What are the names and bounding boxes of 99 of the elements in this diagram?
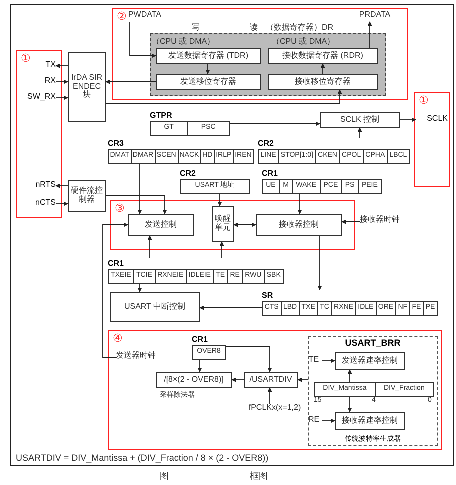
arrow xyxy=(226,346,272,372)
block-box: /USARTDIV xyxy=(244,372,298,388)
arrow xyxy=(138,162,142,214)
pin-label: SCLK xyxy=(416,114,448,126)
arrow xyxy=(322,418,336,424)
arrow xyxy=(102,222,128,358)
arrow xyxy=(206,64,210,74)
register-name: SR xyxy=(262,290,274,301)
register-name: CR2 xyxy=(258,138,276,149)
region-number: ④ xyxy=(113,332,123,345)
register-table xyxy=(314,382,434,396)
block-box: IrDA SIR ENDEC 块 xyxy=(68,52,106,122)
block-box: 发送移位寄存器 xyxy=(156,74,261,90)
register-table xyxy=(108,138,254,162)
arrow xyxy=(342,220,360,224)
arrow xyxy=(322,358,336,364)
arrow xyxy=(358,128,362,138)
block-box: 接收移位寄存器 xyxy=(268,74,378,90)
arrow xyxy=(234,222,256,228)
arrow xyxy=(56,64,68,68)
arrow xyxy=(198,360,202,372)
signal-label: fPCLKx(x=1,2) xyxy=(240,404,310,416)
signal-label: 发送器时钟 xyxy=(116,352,156,364)
region-outline xyxy=(108,330,442,450)
register-name: CR2 xyxy=(180,168,198,179)
pin-label: nCTS xyxy=(20,198,56,210)
arrow xyxy=(368,22,372,48)
pin-label: RX xyxy=(20,76,56,88)
register-table xyxy=(150,110,230,134)
block-box: 发送器速率控制 xyxy=(335,352,405,370)
block-box: 发送控制 xyxy=(128,214,194,236)
annotation-text: （CPU 或 DMA） xyxy=(272,36,336,47)
arrow xyxy=(348,370,352,382)
arrow xyxy=(298,192,302,214)
arrow xyxy=(400,118,416,122)
annotation-text: 写 xyxy=(192,22,200,33)
block-box: 唤醒单元 xyxy=(212,206,234,242)
formula-text: USARTDIV = DIV_Mantissa + (DIV_Fraction / 8 × (2 - OVER8)) xyxy=(16,453,269,463)
register-name: CR1 xyxy=(108,258,126,269)
block-box: 接收器控制 xyxy=(256,214,342,236)
signal-label: PRDATA xyxy=(352,11,398,22)
arrow xyxy=(138,282,142,292)
register-table xyxy=(262,168,382,192)
signal-label: 接收器时钟 xyxy=(360,216,400,228)
register-name: GTPR xyxy=(150,110,174,121)
annotation-text: 读 xyxy=(250,22,258,33)
arrow xyxy=(106,90,342,104)
arrow xyxy=(348,396,352,412)
caption-text: 框图 xyxy=(250,470,268,483)
arrow xyxy=(298,378,308,382)
block-box: 接收数据寄存器 (RDR) xyxy=(268,48,378,64)
arrow xyxy=(220,242,224,258)
arrow xyxy=(200,306,262,310)
region-number: ③ xyxy=(115,202,125,215)
pin-label: SW_RX xyxy=(20,92,56,104)
annotation-text: （数据寄存器）DR xyxy=(266,22,334,33)
annotation-text: （CPU 或 DMA） xyxy=(152,36,216,47)
arrow xyxy=(218,192,222,206)
caption-text: 图 xyxy=(160,470,169,483)
block-box: 发送数据寄存器 (TDR) xyxy=(156,48,261,64)
block-box: USART 中断控制 xyxy=(110,292,200,322)
block-box: 硬件流控制器 xyxy=(68,180,106,212)
register-name: USART_BRR xyxy=(344,338,402,348)
arrow xyxy=(106,80,156,84)
arrow xyxy=(268,388,272,404)
region-number: ② xyxy=(117,10,127,23)
block-box: SCLK 控制 xyxy=(320,112,400,128)
arrow xyxy=(318,236,322,290)
arrow xyxy=(106,196,168,214)
region-number: ① xyxy=(419,94,429,107)
register-name: CR1 xyxy=(262,168,280,179)
arrow xyxy=(56,202,68,206)
arrow xyxy=(148,236,152,258)
register-group-box xyxy=(150,33,386,96)
region-outline xyxy=(112,8,408,100)
register-table xyxy=(258,138,410,162)
block-box: 接收器速率控制 xyxy=(335,412,405,430)
register-table xyxy=(192,334,226,360)
arrow xyxy=(320,64,326,74)
signal-label: TE xyxy=(306,356,322,366)
arrow xyxy=(56,80,68,84)
region-number: ① xyxy=(21,52,31,65)
arrow xyxy=(56,96,68,100)
arrow xyxy=(230,122,320,126)
block-box: /[8×(2 - OVER8)] xyxy=(156,372,232,388)
arrow xyxy=(232,378,244,382)
signal-label: RE xyxy=(306,416,322,426)
arrow xyxy=(130,22,156,58)
register-table xyxy=(262,290,438,314)
arrow xyxy=(56,184,68,188)
register-table xyxy=(108,258,284,282)
register-name: CR1 xyxy=(192,334,210,345)
pin-label: nRTS xyxy=(20,180,56,192)
register-name: CR3 xyxy=(108,138,126,149)
baud-generator-box xyxy=(308,336,438,446)
region-outline xyxy=(110,200,355,250)
region-outline xyxy=(16,50,62,218)
register-table xyxy=(180,168,250,192)
region-outline xyxy=(414,92,450,187)
